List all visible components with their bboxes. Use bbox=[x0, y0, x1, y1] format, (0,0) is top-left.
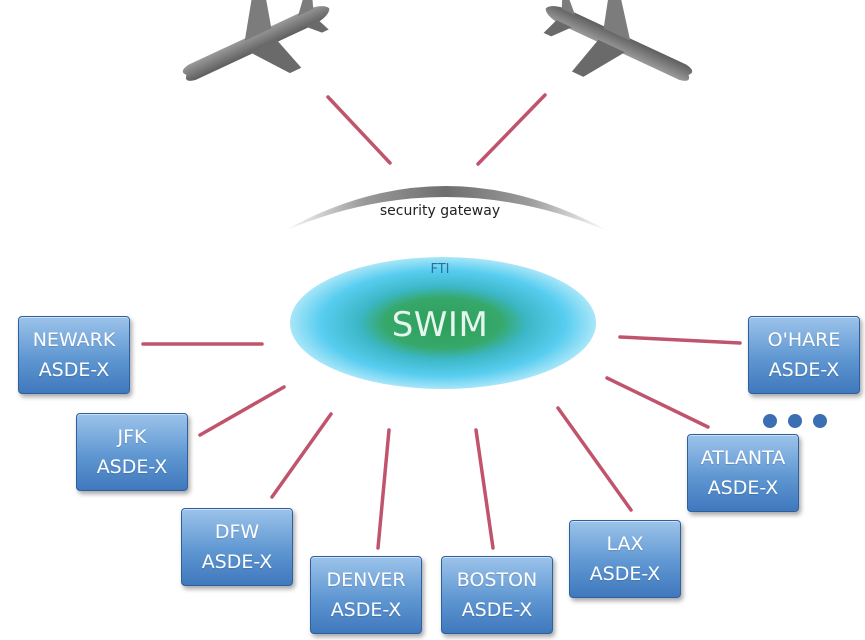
node-system: ASDE-X bbox=[38, 359, 110, 381]
node-system: ASDE-X bbox=[589, 563, 661, 585]
node-system: ASDE-X bbox=[201, 551, 273, 573]
swim-network-ellipse bbox=[290, 257, 596, 389]
node-name: DFW bbox=[214, 521, 260, 543]
node-ohare[interactable]: O'HARE ASDE-X bbox=[748, 316, 860, 394]
node-denver[interactable]: DENVER ASDE-X bbox=[310, 556, 422, 634]
swim-label: SWIM bbox=[391, 305, 489, 345]
connector-denver bbox=[376, 428, 391, 550]
connector-ohare bbox=[618, 335, 742, 345]
security-gateway-arc bbox=[282, 186, 610, 232]
node-system: ASDE-X bbox=[96, 456, 168, 478]
connector-boston bbox=[474, 428, 495, 550]
node-system: ASDE-X bbox=[707, 477, 779, 499]
node-name: O'HARE bbox=[767, 329, 841, 351]
connector-aircraft-left bbox=[326, 95, 392, 165]
connector-lax bbox=[556, 406, 633, 512]
node-name: LAX bbox=[606, 533, 644, 555]
ellipsis-dot bbox=[813, 414, 827, 428]
node-dfw[interactable]: DFW ASDE-X bbox=[181, 508, 293, 586]
connector-aircraft-right bbox=[476, 93, 547, 166]
ellipsis-dot bbox=[763, 414, 777, 428]
node-system: ASDE-X bbox=[768, 359, 840, 381]
node-lax[interactable]: LAX ASDE-X bbox=[569, 520, 681, 598]
airplane-icon bbox=[543, 0, 693, 81]
node-system: ASDE-X bbox=[461, 599, 533, 621]
node-name: ATLANTA bbox=[700, 447, 786, 469]
node-name: BOSTON bbox=[456, 569, 538, 591]
node-newark[interactable]: NEWARK ASDE-X bbox=[18, 316, 130, 394]
security-gateway-label: security gateway bbox=[379, 203, 501, 219]
node-atlanta[interactable]: ATLANTA ASDE-X bbox=[687, 434, 799, 512]
node-name: DENVER bbox=[326, 569, 406, 591]
ellipsis-dot bbox=[788, 414, 802, 428]
connector-jfk bbox=[198, 385, 286, 437]
fti-label: FTI bbox=[430, 262, 450, 277]
connector-atlanta bbox=[605, 376, 710, 429]
node-boston[interactable]: BOSTON ASDE-X bbox=[441, 556, 553, 634]
airplane-icon bbox=[182, 0, 330, 81]
connector-lines bbox=[141, 93, 742, 550]
connector-dfw bbox=[270, 412, 333, 499]
node-name: NEWARK bbox=[32, 329, 116, 351]
node-system: ASDE-X bbox=[330, 599, 402, 621]
node-jfk[interactable]: JFK ASDE-X bbox=[76, 413, 188, 491]
node-name: JFK bbox=[117, 426, 147, 448]
